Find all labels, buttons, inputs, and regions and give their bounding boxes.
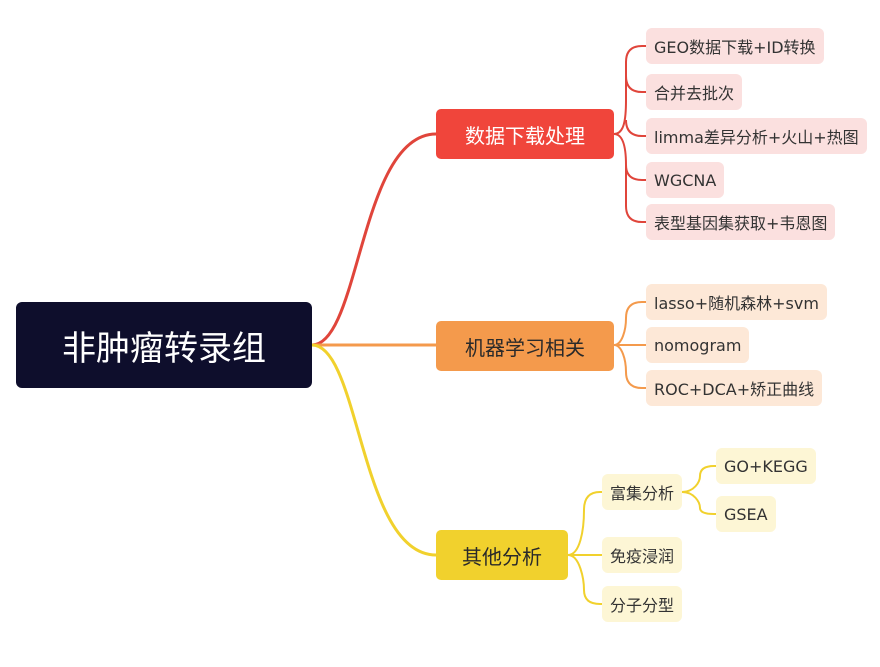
leaf-roc-dca[interactable]: ROC+DCA+矫正曲线 xyxy=(646,370,823,406)
connectors-machine-learning xyxy=(613,301,646,389)
branch-data-processing[interactable]: 数据下载处理 xyxy=(436,109,614,159)
leaf-immune-infiltration[interactable]: 免疫浸润 xyxy=(602,537,683,573)
leaf-enrichment[interactable]: 富集分析 xyxy=(602,474,683,510)
leaf-lasso-rf-svm[interactable]: lasso+随机森林+svm xyxy=(646,284,827,320)
leaf-nomogram[interactable]: nomogram xyxy=(646,327,750,363)
leaf-batch-merge[interactable]: 合并去批次 xyxy=(646,74,743,110)
leaf-phenotype-genes[interactable]: 表型基因集获取+韦恩图 xyxy=(646,204,836,240)
root-topic[interactable]: 非肿瘤转录组 xyxy=(16,302,312,388)
connectors-data-processing xyxy=(613,45,646,223)
connector-root-other-analysis xyxy=(311,343,437,557)
connectors-other-analysis xyxy=(567,465,716,605)
branch-machine-learning[interactable]: 机器学习相关 xyxy=(436,321,614,371)
leaf-molecular-typing[interactable]: 分子分型 xyxy=(602,586,683,622)
leaf-geo-download[interactable]: GEO数据下载+ID转换 xyxy=(646,28,824,64)
leaf-gsea[interactable]: GSEA xyxy=(716,496,776,532)
leaf-go-kegg[interactable]: GO+KEGG xyxy=(716,448,816,484)
leaf-limma-analysis[interactable]: limma差异分析+火山+热图 xyxy=(646,118,867,154)
connector-root-data-processing xyxy=(311,132,437,347)
branch-other-analysis[interactable]: 其他分析 xyxy=(436,530,568,580)
leaf-wgcna[interactable]: WGCNA xyxy=(646,162,725,198)
